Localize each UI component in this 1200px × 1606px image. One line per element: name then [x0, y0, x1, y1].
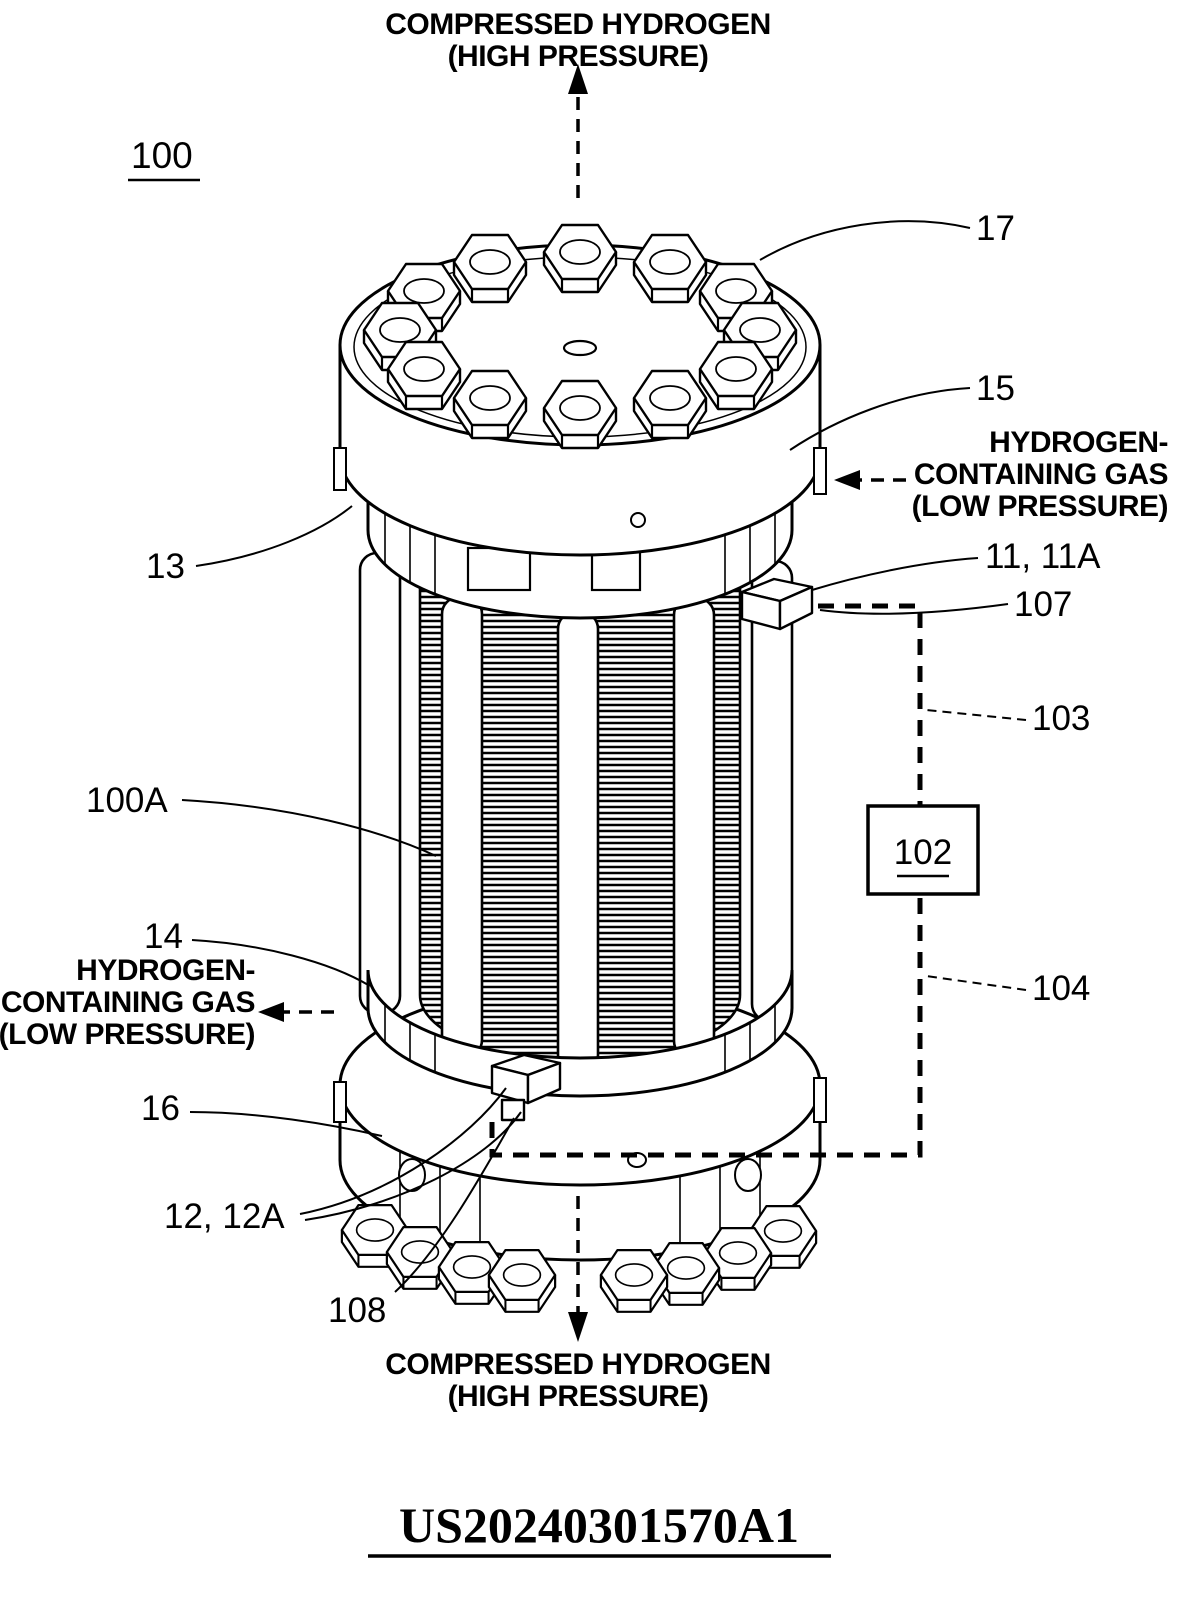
down-arrow-icon	[568, 1312, 588, 1342]
lower-terminal-side	[526, 1061, 562, 1105]
upper-terminal-side	[778, 585, 814, 631]
bolt-icon	[599, 1249, 669, 1313]
tie-rod	[672, 596, 716, 1060]
labels: COMPRESSED HYDROGEN (HIGH PRESSURE) 100 …	[0, 8, 1169, 1553]
left-arrow-icon	[258, 1002, 284, 1022]
lower-flange-hole-right	[734, 1158, 762, 1192]
leader-13	[195, 505, 353, 567]
bolt-icon	[452, 369, 528, 440]
flow-lines	[278, 92, 906, 1316]
bolt-icon	[698, 340, 774, 411]
leader-103	[925, 709, 1027, 721]
bottom-flow-label-line1: COMPRESSED HYDROGEN	[385, 1348, 771, 1381]
top-flow-label-line2: (HIGH PRESSURE)	[448, 40, 709, 73]
underlines	[128, 178, 949, 1558]
ref-16: 16	[141, 1089, 180, 1128]
lower-terminal-fitting	[500, 1098, 526, 1122]
upper-band-segment-lines	[384, 513, 776, 594]
leader-12a	[299, 1087, 507, 1215]
tie-rod	[440, 595, 484, 1059]
bolt-icon	[487, 1249, 557, 1313]
left-gas-label-line2: CONTAINING GAS	[1, 986, 255, 1019]
ref-107: 107	[1014, 585, 1072, 624]
bottom-flow-label-line2: (HIGH PRESSURE)	[448, 1380, 709, 1413]
patent-number: US20240301570A1	[399, 1497, 799, 1553]
leader-16	[189, 1111, 383, 1137]
left-gas-label-line3: (LOW PRESSURE)	[0, 1018, 255, 1051]
upper-flange-side-hole	[630, 512, 646, 528]
ref-17: 17	[976, 209, 1015, 248]
lower-end-plate	[366, 969, 794, 1098]
tie-rod	[750, 559, 794, 1023]
upper-flange-tab-right	[813, 447, 827, 495]
leader-100A	[181, 799, 437, 857]
tie-rods	[358, 551, 794, 1074]
upper-band-port-detail	[590, 550, 642, 592]
ref-100: 100	[131, 135, 193, 176]
ref-108: 108	[328, 1291, 386, 1330]
lower-end-plate-band	[366, 969, 794, 1098]
tie-rod	[358, 551, 402, 1015]
ref-12-12A: 12, 12A	[164, 1197, 285, 1236]
ref-15: 15	[976, 369, 1015, 408]
upper-flange-center-hole	[562, 339, 598, 357]
leader-17	[759, 220, 971, 261]
tie-rod	[556, 610, 600, 1074]
leader-15	[789, 387, 971, 451]
lower-flange-segment-lines	[399, 1151, 761, 1251]
ref-100A: 100A	[86, 781, 168, 820]
ref-14: 14	[144, 917, 183, 956]
upper-flange-tab-left	[333, 447, 347, 491]
bolt-icon	[632, 233, 708, 304]
leader-12b	[304, 1111, 522, 1221]
ref-103: 103	[1032, 699, 1090, 738]
leader-108	[394, 1117, 515, 1293]
leader-107	[819, 603, 1009, 615]
lower-band-segment-lines	[384, 1005, 776, 1072]
right-gas-label-line1: HYDROGEN-	[989, 426, 1168, 459]
bolt-icon	[632, 369, 708, 440]
leader-11	[811, 557, 979, 591]
upper-flange	[333, 223, 827, 557]
ref-13: 13	[146, 547, 185, 586]
lower-flange-tab-left	[333, 1081, 347, 1123]
signal-circuit-line	[489, 603, 923, 1158]
ref-11-11A: 11, 11A	[985, 537, 1101, 576]
bolt-icon	[542, 223, 618, 294]
leader-14	[191, 939, 371, 987]
top-flow-label-line1: COMPRESSED HYDROGEN	[385, 8, 771, 41]
left-arrow-icon	[834, 470, 860, 490]
ref-102: 102	[894, 833, 952, 872]
right-gas-label-line2: CONTAINING GAS	[914, 458, 1168, 491]
leader-lines	[181, 220, 1009, 1293]
right-gas-label-line3: (LOW PRESSURE)	[912, 490, 1168, 523]
arrowheads	[258, 64, 860, 1342]
up-arrow-icon	[568, 64, 588, 94]
bolt-icon	[452, 233, 528, 304]
bolt-icon	[542, 379, 618, 450]
left-gas-label-line1: HYDROGEN-	[76, 954, 255, 987]
dashed-leaders	[925, 709, 1027, 991]
ref-104: 104	[1032, 969, 1090, 1008]
leader-104	[925, 975, 1027, 991]
upper-terminal-block	[740, 577, 814, 631]
upper-band-port-detail	[466, 546, 532, 592]
bolt-icon	[386, 340, 462, 411]
lower-flange-tab-right	[813, 1077, 827, 1123]
controller-box	[866, 804, 980, 896]
